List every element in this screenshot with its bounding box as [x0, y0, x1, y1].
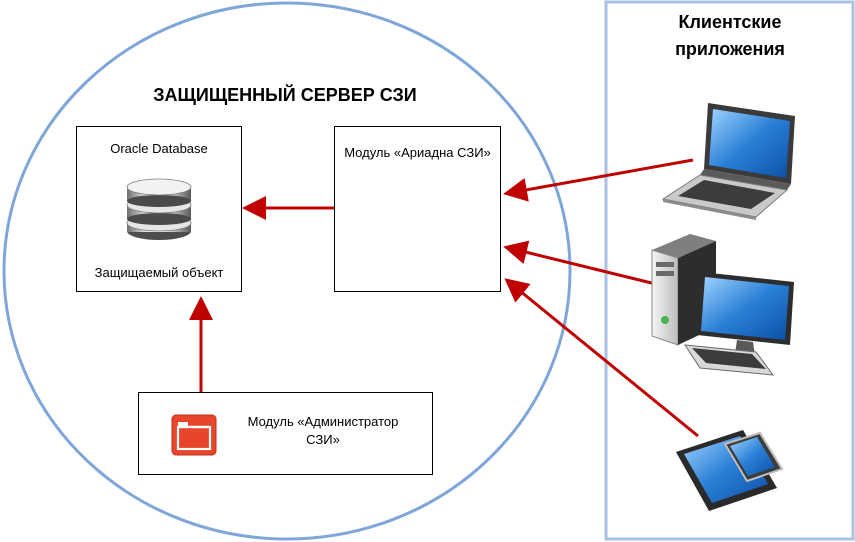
- tablet-icon: [676, 430, 784, 511]
- laptop-icon: [661, 103, 795, 220]
- clients-title-line2: приложения: [675, 39, 785, 59]
- admin-module-box[interactable]: Модуль «Администратор СЗИ»: [138, 392, 433, 475]
- arrow-laptop-to-ariadna: [503, 158, 694, 202]
- admin-module-label-line1: Модуль «Администратор: [247, 414, 399, 429]
- database-caption: Защищаемый объект: [94, 265, 224, 280]
- database-box[interactable]: Oracle Database Защищаемый объект: [76, 126, 242, 292]
- app-window-icon: [171, 414, 217, 456]
- database-icon: [126, 178, 192, 240]
- admin-module-label-line2: СЗИ»: [306, 432, 340, 447]
- ariadna-module-box[interactable]: Модуль «Ариадна СЗИ»: [334, 126, 501, 292]
- arrow-tablet-to-ariadna: [504, 278, 699, 438]
- clients-title-line1: Клиентские: [678, 12, 782, 32]
- database-label: Oracle Database: [110, 141, 208, 156]
- ariadna-module-label: Модуль «Ариадна СЗИ»: [344, 145, 491, 160]
- desktop-computer-icon: [651, 234, 794, 376]
- server-title: ЗАЩИЩЕННЫЙ СЕРВЕР СЗИ: [153, 85, 417, 105]
- server-boundary-circle: [2, 1, 572, 541]
